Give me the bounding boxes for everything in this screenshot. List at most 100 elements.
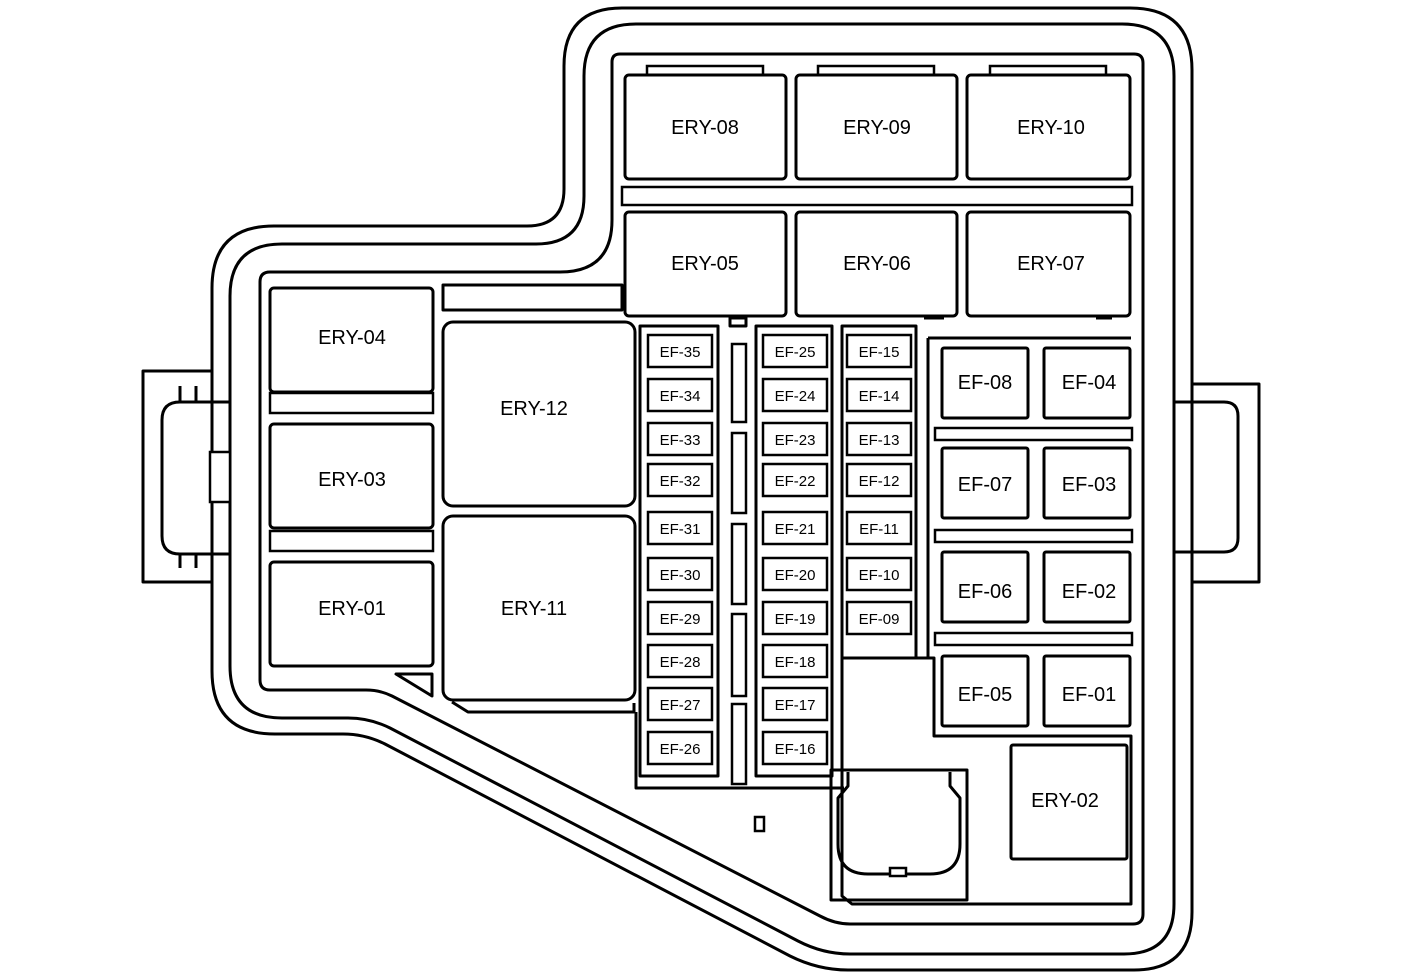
fuse-label-ef-09: EF-09 [859,611,900,628]
fuse-label-ef-07: EF-07 [958,474,1012,496]
fuse-label-ef-17: EF-17 [775,697,816,714]
fuse-ef-31: EF-31 [646,510,714,546]
fuse-label-ef-11: EF-11 [859,521,899,538]
relay-label-ery-10: ERY-10 [1017,117,1085,139]
fuse-label-ef-19: EF-19 [775,611,816,628]
fuse-column-right: EF-15 EF-14 EF-13 EF-12 EF-11 EF-10 EF-0… [840,324,918,660]
fuse-ef-11: EF-11 [845,510,913,546]
fuse-label-ef-32: EF-32 [660,473,701,490]
fuse-ef-23: EF-23 [761,421,829,457]
relay-ery-11: ERY-11 [441,514,637,702]
fuse-ef-08: EF-08 [940,346,1030,420]
fuse-label-ef-34: EF-34 [660,388,701,405]
relay-label-ery-12: ERY-12 [500,398,568,420]
relay-label-ery-09: ERY-09 [843,117,911,139]
fuse-ef-01: EF-01 [1042,654,1132,728]
fuse-ef-12: EF-12 [845,462,913,498]
relay-label-ery-08: ERY-08 [671,117,739,139]
fuse-label-ef-01: EF-01 [1062,684,1116,706]
fuse-label-ef-33: EF-33 [660,432,701,449]
relay-ery-08: ERY-08 [623,73,788,181]
right-mounting-tab [1174,382,1261,584]
housing-inner-outline [258,52,1145,926]
fuse-label-ef-12: EF-12 [859,473,900,490]
fuse-label-ef-02: EF-02 [1062,581,1116,603]
fuse-label-ef-18: EF-18 [775,654,816,671]
fuse-label-ef-29: EF-29 [660,611,701,628]
fuse-label-ef-08: EF-08 [958,372,1012,394]
fuse-label-ef-30: EF-30 [660,567,701,584]
fuse-label-ef-35: EF-35 [660,344,701,361]
fuse-label-ef-28: EF-28 [660,654,701,671]
fuse-label-ef-26: EF-26 [660,741,701,758]
inner-partitions [394,283,1133,906]
relay-ery-03: ERY-03 [268,422,435,530]
housing-outer-outline [210,6,1194,972]
fuse-ef-20: EF-20 [761,556,829,592]
fuse-ef-19: EF-19 [761,600,829,636]
fuse-ef-29: EF-29 [646,600,714,636]
relay-label-ery-05: ERY-05 [671,253,739,275]
fuse-ef-07: EF-07 [940,446,1030,520]
fuse-ef-34: EF-34 [646,377,714,413]
fuse-ef-06: EF-06 [940,550,1030,624]
fuse-label-ef-14: EF-14 [859,388,900,405]
fuse-ef-24: EF-24 [761,377,829,413]
fuse-label-ef-05: EF-05 [958,684,1012,706]
relay-ery-06: ERY-06 [794,210,959,318]
fuse-ef-28: EF-28 [646,643,714,679]
fuse-ef-15: EF-15 [845,333,913,369]
fuse-slot-strip [730,342,748,786]
fuse-label-ef-31: EF-31 [660,521,701,538]
fuse-label-ef-21: EF-21 [775,521,816,538]
fuse-label-ef-16: EF-16 [775,741,816,758]
fuse-label-ef-15: EF-15 [859,344,900,361]
fuse-ef-14: EF-14 [845,377,913,413]
fuse-ef-22: EF-22 [761,462,829,498]
relay-ery-07: ERY-07 [965,210,1132,318]
fuse-ef-03: EF-03 [1042,446,1132,520]
relay-ery-01: ERY-01 [268,560,435,668]
relay-label-ery-06: ERY-06 [843,253,911,275]
fuse-label-ef-13: EF-13 [859,432,900,449]
fuse-label-ef-04: EF-04 [1062,372,1116,394]
fuse-column-middle: EF-25 EF-24 EF-23 EF-22 EF-21 EF-20 EF-1… [754,324,834,778]
relay-rails [268,64,1134,553]
relay-label-ery-03: ERY-03 [318,469,386,491]
fuse-ef-33: EF-33 [646,421,714,457]
fuse-column-left: EF-35 EF-34 EF-33 EF-32 EF-31 EF-30 EF-2… [638,324,720,778]
fuse-ef-32: EF-32 [646,462,714,498]
fuse-ef-09: EF-09 [845,600,913,636]
housing-middle-outline [228,22,1176,956]
fuse-ef-13: EF-13 [845,421,913,457]
fuse-ef-27: EF-27 [646,686,714,722]
fuse-label-ef-03: EF-03 [1062,474,1116,496]
connector-socket [829,768,969,902]
fuse-label-ef-27: EF-27 [660,697,701,714]
relay-ery-10: ERY-10 [965,73,1132,181]
fuse-ef-17: EF-17 [761,686,829,722]
relay-ery-02: ERY-02 [1009,743,1129,861]
fuse-ef-05: EF-05 [940,654,1030,728]
fuse-ef-02: EF-02 [1042,550,1132,624]
large-fuse-block: EF-08 EF-04 EF-07 EF-03 EF-06 EF-02 EF-0… [933,346,1134,728]
fuse-ef-10: EF-10 [845,556,913,592]
fuse-label-ef-23: EF-23 [775,432,816,449]
relay-ery-04: ERY-04 [268,286,435,394]
fuse-label-ef-20: EF-20 [775,567,816,584]
relay-ery-12: ERY-12 [441,320,637,508]
fuse-ef-30: EF-30 [646,556,714,592]
fuse-ef-26: EF-26 [646,730,714,766]
relay-label-ery-07: ERY-07 [1017,253,1085,275]
relay-label-ery-04: ERY-04 [318,327,386,349]
relay-label-ery-02: ERY-02 [1031,790,1099,812]
fuse-ef-25: EF-25 [761,333,829,369]
fuse-label-ef-10: EF-10 [859,567,900,584]
fuse-ef-35: EF-35 [646,333,714,369]
relay-ery-05: ERY-05 [623,210,788,318]
fuse-label-ef-25: EF-25 [775,344,816,361]
fuse-ef-18: EF-18 [761,643,829,679]
relay-label-ery-01: ERY-01 [318,598,386,620]
relay-label-ery-11: ERY-11 [501,598,567,620]
